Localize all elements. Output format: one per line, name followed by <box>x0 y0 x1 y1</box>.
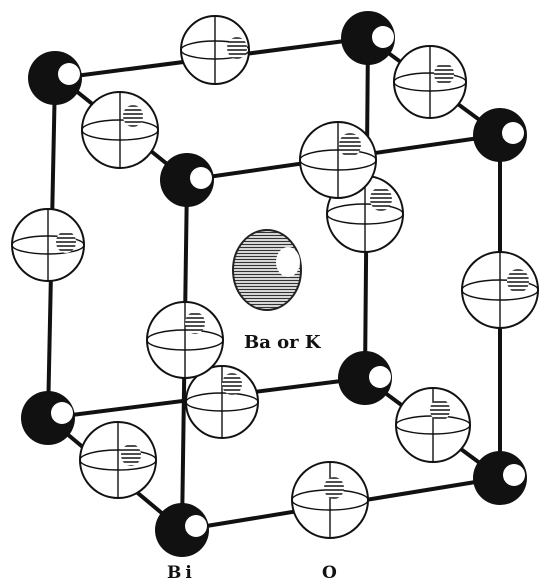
bi-atom <box>341 11 395 65</box>
o-atom <box>291 461 369 539</box>
bi-atom <box>473 108 527 162</box>
bi-legend-label: Bi <box>167 563 196 583</box>
bi-atom <box>473 451 527 505</box>
bi-atom <box>21 391 75 445</box>
bi-atom <box>155 503 209 557</box>
o-atom <box>299 121 377 199</box>
o-atom <box>81 91 159 169</box>
bi-atom <box>160 153 214 207</box>
o-atom <box>146 301 224 379</box>
o-atom <box>393 45 467 119</box>
o-atom <box>180 15 250 85</box>
o-legend-label: O <box>322 563 341 583</box>
o-atom <box>461 251 539 329</box>
o-atom <box>11 208 85 282</box>
o-atom <box>79 421 157 499</box>
bi-atom <box>338 351 392 405</box>
central-atom-label: Ba or K <box>244 332 322 353</box>
o-atom <box>185 365 259 439</box>
central-atom <box>232 229 302 311</box>
bi-atom <box>28 51 82 105</box>
o-atom <box>395 387 471 463</box>
